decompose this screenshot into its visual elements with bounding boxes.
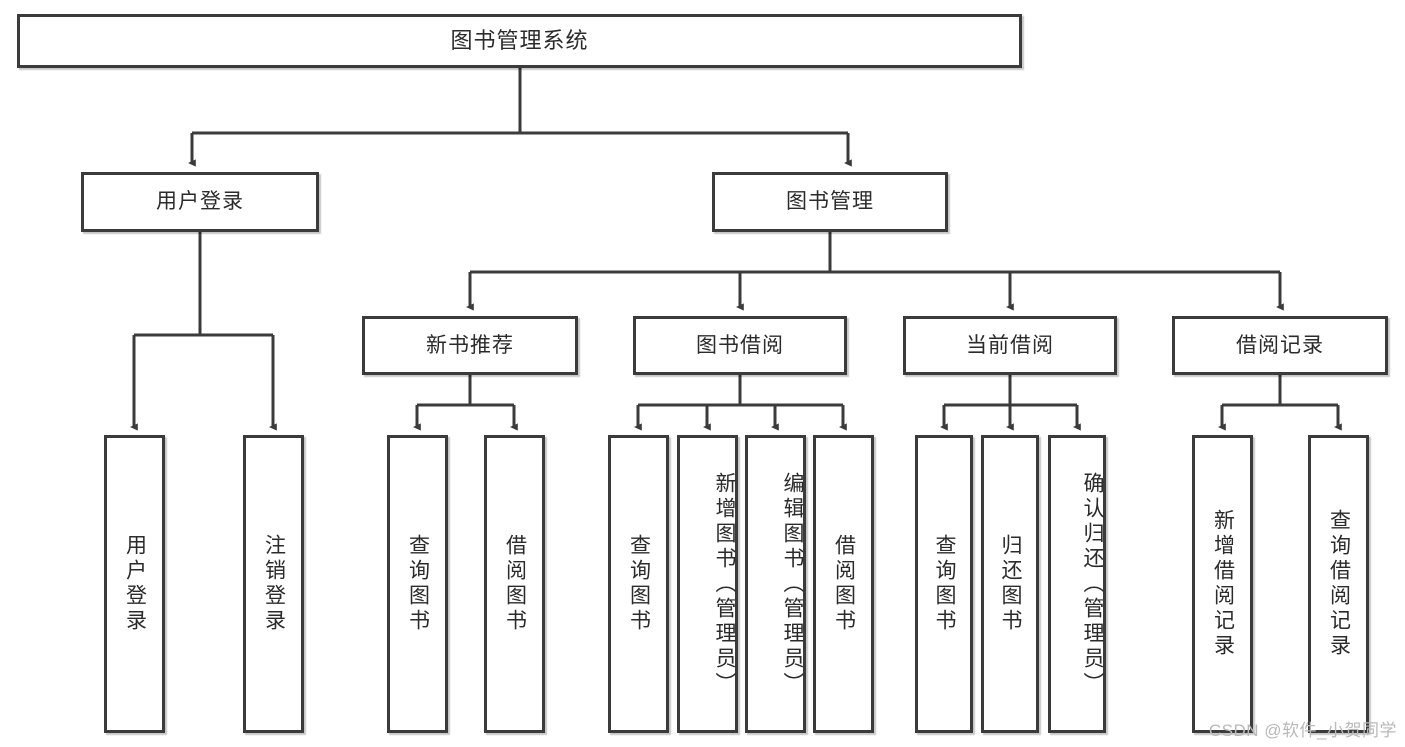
node-current-borrow[interactable]: 当前借阅 <box>903 316 1117 375</box>
node-user-login[interactable]: 用户登录 <box>81 172 319 232</box>
node-current-borrow-label: 当前借阅 <box>966 333 1054 357</box>
leaf-query-record-label: 查询借阅记录 <box>1327 509 1351 659</box>
leaf-edit-book-label: 编辑图书（管理员） <box>781 471 804 697</box>
node-book-manage-label: 图书管理 <box>786 190 874 214</box>
node-root-label: 图书管理系统 <box>450 27 589 53</box>
leaf-query-book-3[interactable]: 查询图书 <box>915 435 973 733</box>
leaf-edit-book[interactable]: 编辑图书（管理员） <box>745 435 806 733</box>
leaf-query-book-2-label: 查询图书 <box>627 534 651 634</box>
leaf-query-record[interactable]: 查询借阅记录 <box>1308 435 1369 733</box>
leaf-confirm-return-label: 确认归还（管理员） <box>1081 471 1104 697</box>
node-root[interactable]: 图书管理系统 <box>17 14 1022 68</box>
node-new-book-recommend-label: 新书推荐 <box>426 333 514 357</box>
leaf-user-logout-label: 注销登录 <box>262 534 286 634</box>
watermark: CSDN @软件_小贺同学 <box>1208 721 1397 740</box>
leaf-user-logout[interactable]: 注销登录 <box>243 435 304 733</box>
node-book-borrow-label: 图书借阅 <box>696 333 784 357</box>
node-book-manage[interactable]: 图书管理 <box>712 172 948 232</box>
leaf-add-record-label: 新增借阅记录 <box>1211 509 1235 659</box>
leaf-return-book-label: 归还图书 <box>999 534 1023 634</box>
node-user-login-label: 用户登录 <box>156 190 244 214</box>
leaf-add-book-label: 新增图书（管理员） <box>713 471 736 697</box>
leaf-borrow-book-2[interactable]: 借阅图书 <box>813 435 874 733</box>
leaf-borrow-book-1-label: 借阅图书 <box>503 534 527 634</box>
leaf-return-book[interactable]: 归还图书 <box>981 435 1039 733</box>
leaf-borrow-book-1[interactable]: 借阅图书 <box>484 435 545 733</box>
leaf-query-book-1-label: 查询图书 <box>406 534 430 634</box>
leaf-user-login-label: 用户登录 <box>123 534 147 634</box>
node-borrow-record-label: 借阅记录 <box>1236 333 1324 357</box>
leaf-query-book-1[interactable]: 查询图书 <box>387 435 448 733</box>
leaf-add-book[interactable]: 新增图书（管理员） <box>677 435 738 733</box>
leaf-add-record[interactable]: 新增借阅记录 <box>1192 435 1253 733</box>
node-new-book-recommend[interactable]: 新书推荐 <box>362 316 578 375</box>
leaf-query-book-3-label: 查询图书 <box>933 534 957 634</box>
leaf-user-login[interactable]: 用户登录 <box>104 435 165 733</box>
leaf-query-book-2[interactable]: 查询图书 <box>608 435 669 733</box>
leaf-borrow-book-2-label: 借阅图书 <box>832 534 856 634</box>
node-borrow-record[interactable]: 借阅记录 <box>1172 316 1388 375</box>
node-book-borrow[interactable]: 图书借阅 <box>633 316 847 375</box>
leaf-confirm-return[interactable]: 确认归还（管理员） <box>1048 435 1106 733</box>
